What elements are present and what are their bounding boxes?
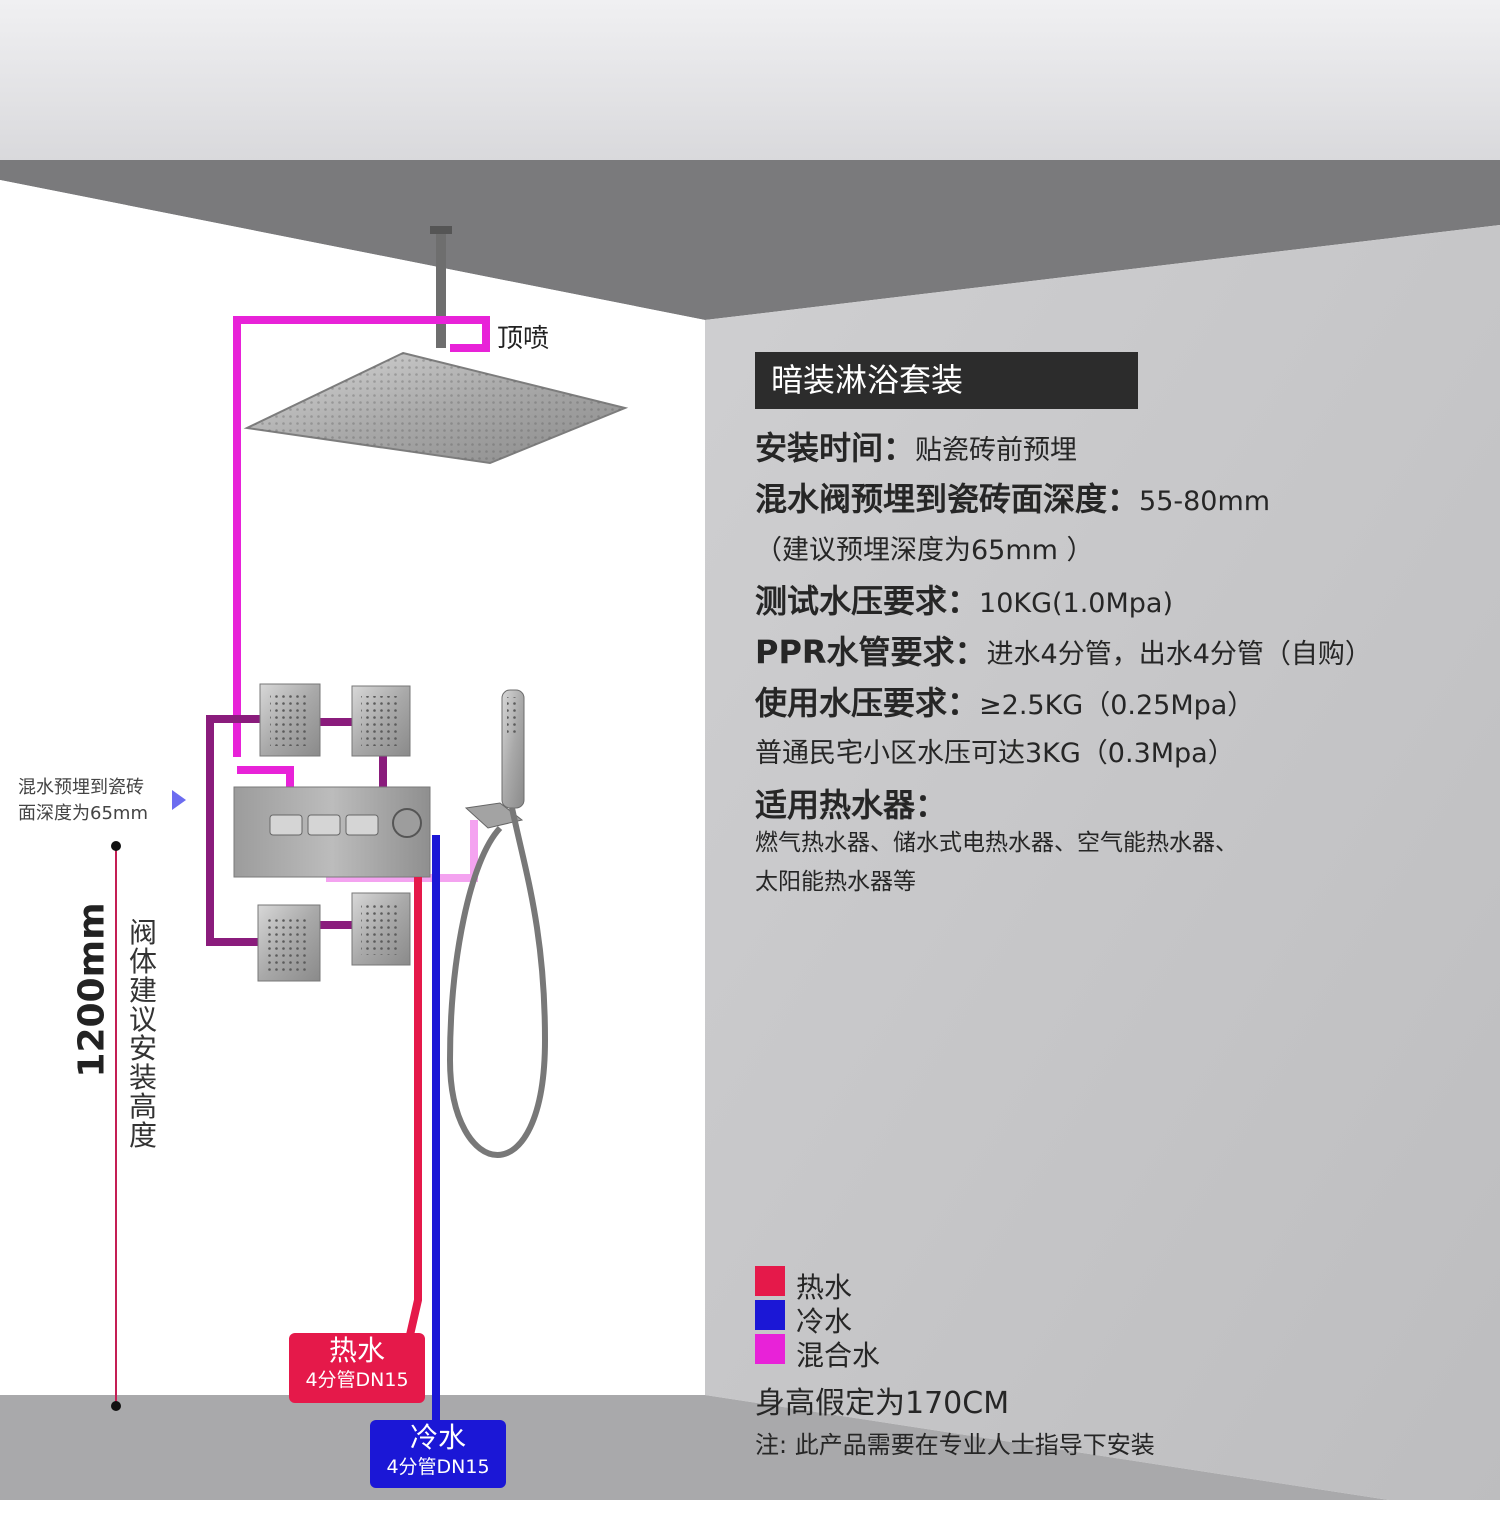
legend-mix-swatch [755, 1334, 785, 1364]
valve-button-3 [345, 814, 379, 836]
spec-value: （建议预埋深度为65mm ） [755, 535, 1094, 566]
height-label: 阀体建议安装高度 [128, 916, 157, 1152]
spec-value: 普通民宅小区水压可达3KG（0.3Mpa） [755, 738, 1235, 769]
spec-value: 10KG(1.0Mpa) [979, 588, 1173, 619]
spec-heater: 适用热水器： [755, 780, 947, 826]
spec-key: 安装时间： [755, 429, 916, 467]
heaters-line2: 太阳能热水器等 [755, 869, 916, 895]
spec-test-pressure: 测试水压要求：10KG(1.0Mpa) [755, 576, 1173, 622]
valve-button-2 [307, 814, 341, 836]
depth-arrow-icon [172, 790, 186, 810]
pipe-valve-top [237, 766, 294, 787]
spec-depth: 混水阀预埋到瓷砖面深度：55-80mm [755, 474, 1270, 520]
heaters-line1: 燃气热水器、储水式电热水器、空气能热水器、 [755, 830, 1238, 856]
spec-value: 进水4分管，出水4分管（自购） [986, 639, 1372, 670]
legend-hot-label: 热水 [796, 1271, 853, 1304]
rain-shower-nozzles [247, 353, 625, 463]
spec-install-time: 安装时间：贴瓷砖前预埋 [755, 423, 1077, 469]
hot-water-inlet-spec: 4分管DN15 [305, 1369, 409, 1391]
arm-flange [430, 226, 452, 234]
depth-note-line2: 面深度为65mm [18, 803, 148, 824]
bottom-strip [0, 1500, 1500, 1517]
body-jet-top-right [351, 685, 411, 757]
hot-water-pipe [406, 877, 422, 1336]
valve-button-1 [269, 814, 303, 836]
right-wall [705, 225, 1500, 1517]
body-jet-bottom-right [351, 892, 411, 966]
legend-mix-label: 混合水 [796, 1339, 881, 1372]
spec-residential-pressure: 普通民宅小区水压可达3KG（0.3Mpa） [755, 731, 1235, 770]
spec-value: 55-80mm [1139, 486, 1271, 517]
spec-depth-suggestion: （建议预埋深度为65mm ） [755, 528, 1094, 567]
spec-key: PPR水管要求： [755, 633, 987, 671]
legend-cold-label: 冷水 [796, 1305, 853, 1338]
footnote-install: 注: 此产品需要在专业人士指导下安装 [755, 1431, 1155, 1459]
temperature-knob [392, 808, 422, 838]
spec-use-pressure: 使用水压要求：≥2.5KG（0.25Mpa） [755, 678, 1254, 724]
ceiling [0, 160, 1500, 320]
body-jet-bottom-left [257, 904, 321, 982]
spec-key: 适用热水器： [755, 786, 948, 824]
top-band [0, 0, 1500, 160]
height-value-wrap: 1200mm [57, 902, 127, 1078]
spec-value: 贴瓷砖前预埋 [915, 435, 1078, 466]
cold-water-inlet-box: 冷水 4分管DN15 [370, 1420, 506, 1488]
spec-ppr-pipe: PPR水管要求：进水4分管，出水4分管（自购） [755, 627, 1372, 673]
cold-water-inlet-spec: 4分管DN15 [386, 1456, 490, 1478]
height-value: 1200mm [71, 902, 113, 1078]
height-measure-top [111, 841, 121, 851]
rain-shower-label: 顶喷 [497, 324, 550, 354]
pipe-to-rain-shower [233, 316, 490, 757]
height-measure-bottom [111, 1401, 121, 1411]
hand-shower-holder [464, 802, 524, 829]
hot-water-inlet-label: 热水 [328, 1334, 385, 1367]
legend-cold-swatch [755, 1300, 785, 1330]
body-jet-top-left [259, 683, 321, 757]
depth-note-line1: 混水预埋到瓷砖 [18, 777, 144, 798]
spec-key: 测试水压要求： [755, 582, 980, 620]
spec-value: ≥2.5KG（0.25Mpa） [979, 690, 1255, 721]
hand-shower-nozzles [507, 697, 519, 737]
footnote-height: 身高假定为170CM [755, 1386, 1010, 1421]
legend-hot-swatch [755, 1266, 785, 1296]
spec-key: 混水阀预埋到瓷砖面深度： [755, 480, 1140, 518]
hot-water-inlet-box: 热水 4分管DN15 [289, 1333, 425, 1403]
pipe-body-jets-left [206, 715, 265, 946]
spec-key: 使用水压要求： [755, 684, 980, 722]
cold-water-inlet-label: 冷水 [409, 1421, 466, 1454]
product-title: 暗装淋浴套装 [755, 352, 1138, 409]
hand-shower-hose [446, 807, 549, 1158]
ceiling-arm [436, 228, 446, 348]
